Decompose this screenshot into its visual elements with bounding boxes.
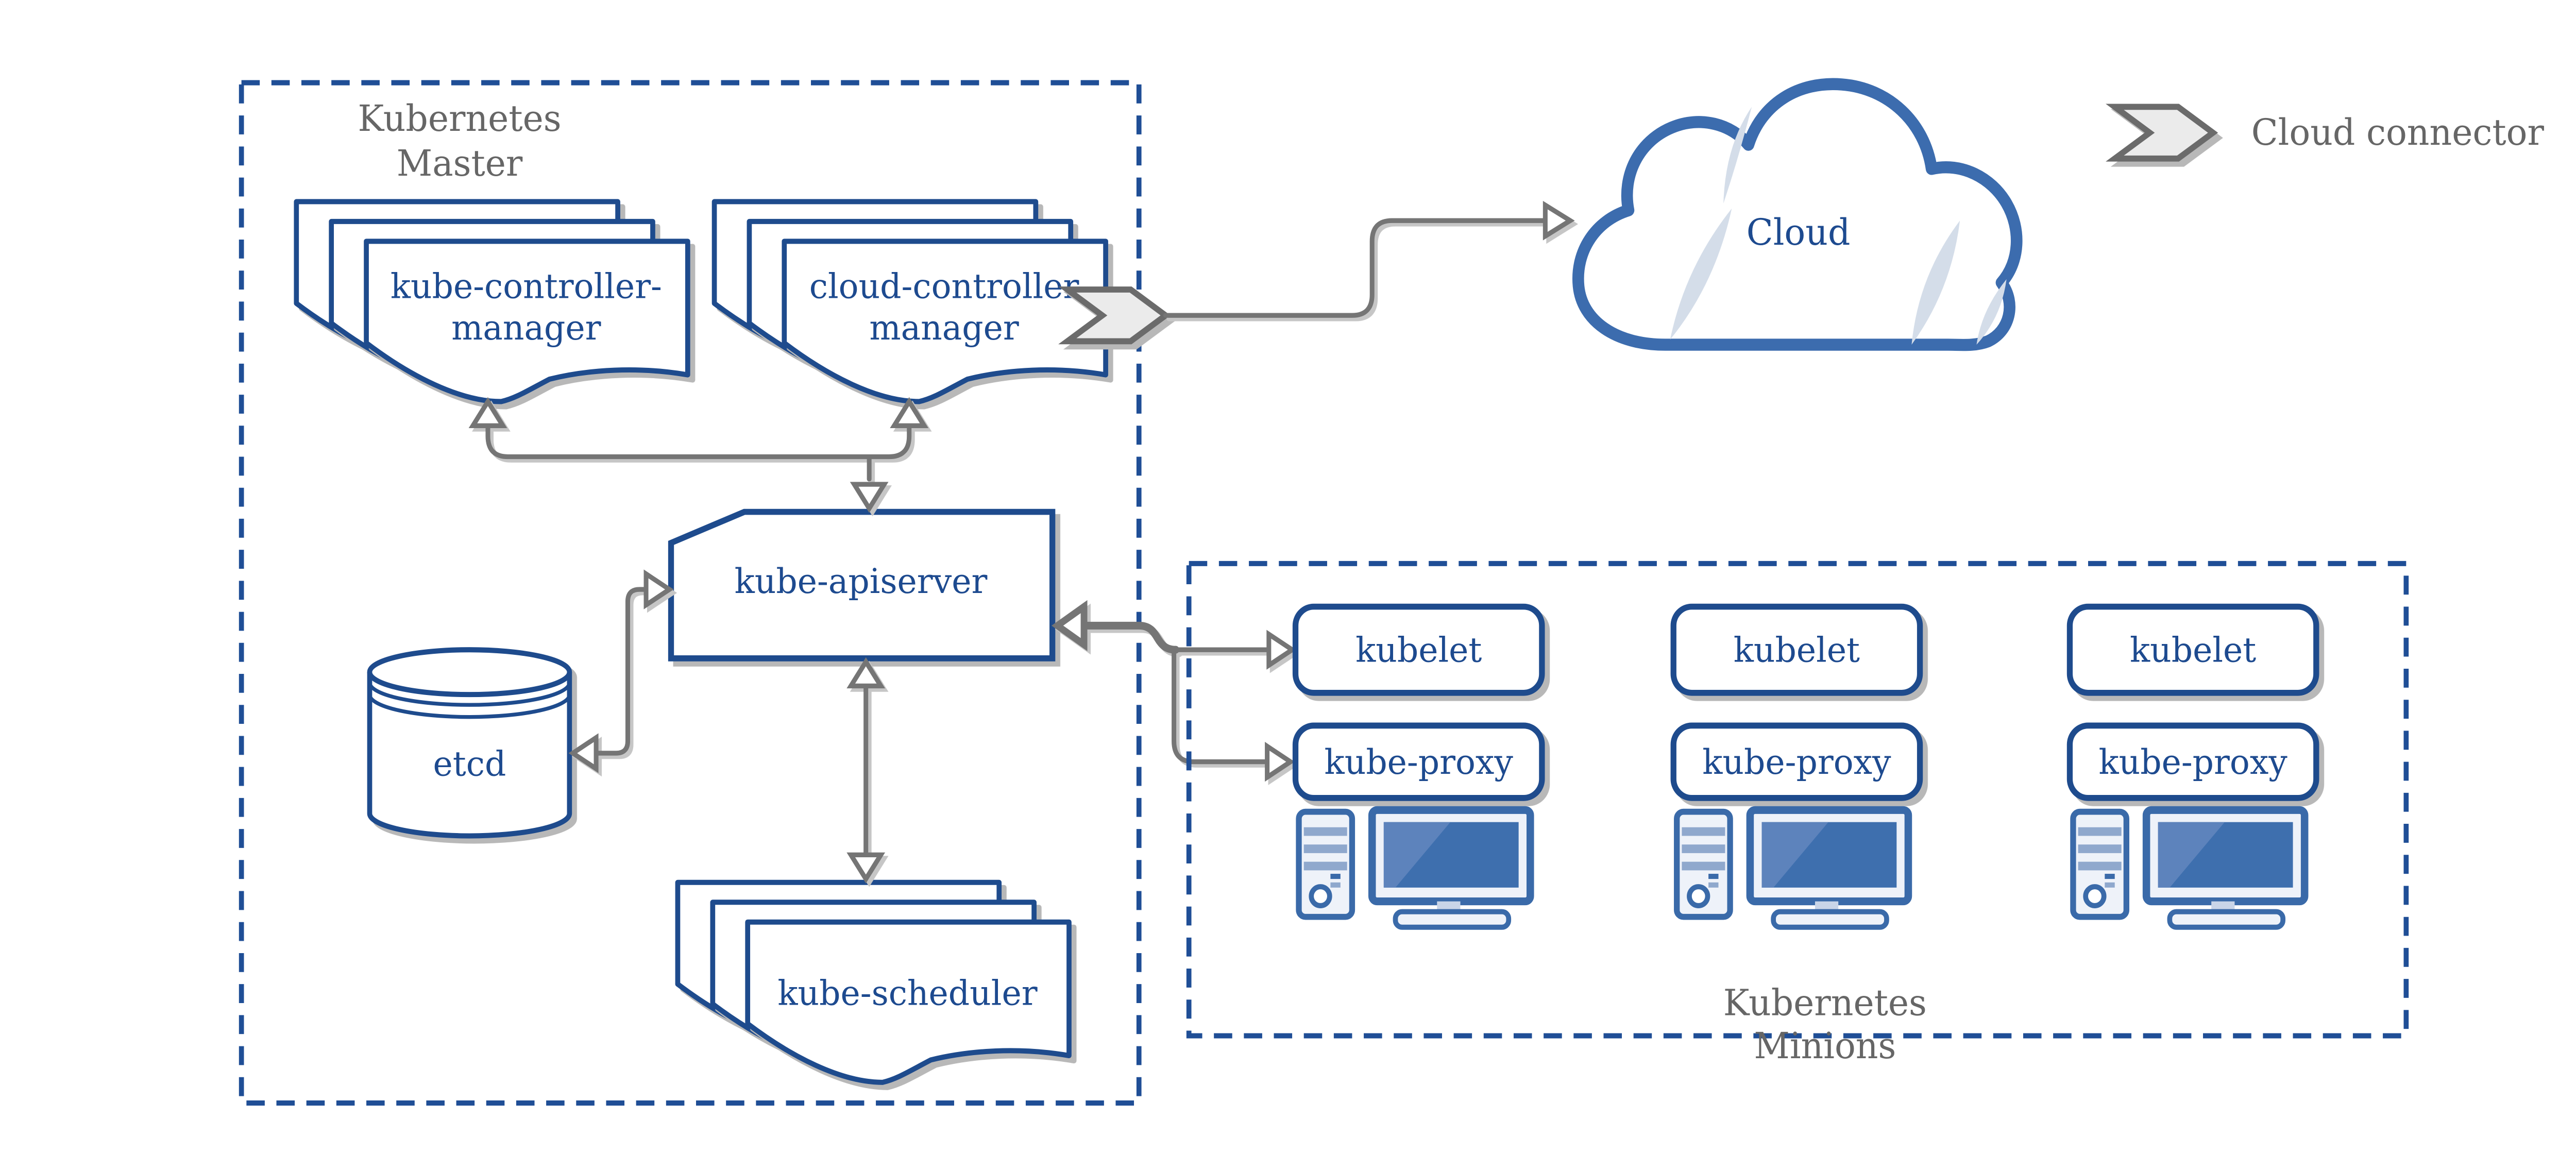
kubelet-label: kubelet (2130, 630, 2256, 670)
apiserver-to-minions-arrows (1051, 600, 1297, 782)
cloud-shape (1572, 78, 2023, 351)
cloud-accent-shape (1911, 221, 1960, 345)
etcd-label: etcd (433, 743, 506, 784)
arrowhead (1543, 200, 1575, 241)
minion-column-3: kubelet kube-proxy (2066, 603, 2319, 930)
workstation-icon (1296, 806, 1534, 930)
kube-controller-manager-label-line2: manager (451, 308, 601, 348)
workstation-icon (2070, 806, 2309, 930)
workstation-icon (1674, 806, 1912, 930)
master-title-line2: Master (397, 143, 523, 184)
kubernetes-master-group: Kubernetes Master kube-controller- manag… (239, 80, 1171, 1106)
cloud-label: Cloud (1747, 212, 1851, 253)
etcd-cylinder-ring (367, 694, 571, 719)
kube-proxy-label: kube-proxy (1325, 742, 1513, 782)
kubelet-node (1670, 603, 1923, 696)
arrowhead (643, 569, 674, 609)
master-title-line1: Kubernetes (358, 98, 562, 140)
kubelet-label: kubelet (1355, 630, 1482, 670)
apiserver-to-scheduler-arrow (846, 657, 886, 884)
minion-column-1: kubelet kube-proxy (1292, 603, 1545, 930)
arrowhead (846, 852, 886, 884)
apiserver-card-shape (668, 508, 1056, 662)
arrowhead (850, 482, 889, 513)
etcd-cylinder-ring (367, 682, 571, 707)
cloud-accent-shape (1670, 208, 1732, 340)
arrowhead (468, 397, 507, 428)
etcd-to-apiserver-arrow (568, 569, 674, 773)
document-shape-front (745, 919, 1072, 1085)
kube-proxy-label: kube-proxy (1702, 742, 1891, 782)
minions-boundary (1186, 561, 2409, 1039)
kube-proxy-label: kube-proxy (2098, 742, 2287, 782)
minions-title-line1: Kubernetes (1723, 982, 1927, 1024)
legend-chevron-icon (2106, 104, 2218, 162)
cloud-controller-manager-label-line1: cloud-controller (809, 266, 1079, 307)
arrowhead (1266, 630, 1297, 670)
master-boundary (239, 80, 1142, 1106)
document-shape-front (782, 239, 1108, 404)
kube-proxy-node (2066, 722, 2319, 801)
arrowhead (1051, 600, 1088, 651)
kube-apiserver-label: kube-apiserver (735, 561, 988, 601)
cloud-controller-manager-node: cloud-controller manager (711, 199, 1108, 404)
minion-column-2: kubelet kube-proxy (1670, 603, 1923, 930)
cloud-connector-chevron-icon (1058, 286, 1171, 345)
kubelet-node (1292, 603, 1545, 696)
cloud-accent-shape (1723, 107, 1752, 204)
arrowhead (890, 397, 929, 428)
kube-proxy-node (1292, 722, 1545, 801)
minions-title-line2: Minions (1754, 1025, 1896, 1067)
controller-managers-to-apiserver-arrow (468, 397, 929, 513)
kube-proxy-node (1670, 722, 1923, 801)
kube-controller-manager-label-line1: kube-controller- (391, 266, 662, 307)
arrowhead (846, 657, 886, 689)
document-shape-front (364, 239, 690, 404)
kube-controller-manager-node: kube-controller- manager (294, 199, 690, 404)
legend: Cloud connector (2106, 104, 2545, 162)
kubelet-label: kubelet (1734, 630, 1860, 670)
chevron-to-cloud-arrow (1163, 200, 1575, 318)
arrowhead (568, 733, 599, 773)
cloud-controller-manager-label-line2: manager (869, 308, 1019, 348)
kube-scheduler-node: kube-scheduler (675, 879, 1072, 1085)
etcd-cylinder-top (367, 647, 572, 698)
kube-scheduler-label: kube-scheduler (777, 973, 1038, 1013)
kube-apiserver-node: kube-apiserver (668, 508, 1056, 662)
legend-label: Cloud connector (2251, 112, 2545, 154)
cloud-node: Cloud (1572, 78, 2023, 351)
kubelet-node (2066, 603, 2319, 696)
arrowhead (1265, 741, 1295, 782)
kubernetes-minions-group: kubelet kube-proxy kubelet (1186, 561, 2409, 1067)
cloud-accent-shape (1976, 279, 2007, 345)
etcd-node: etcd (367, 647, 572, 839)
